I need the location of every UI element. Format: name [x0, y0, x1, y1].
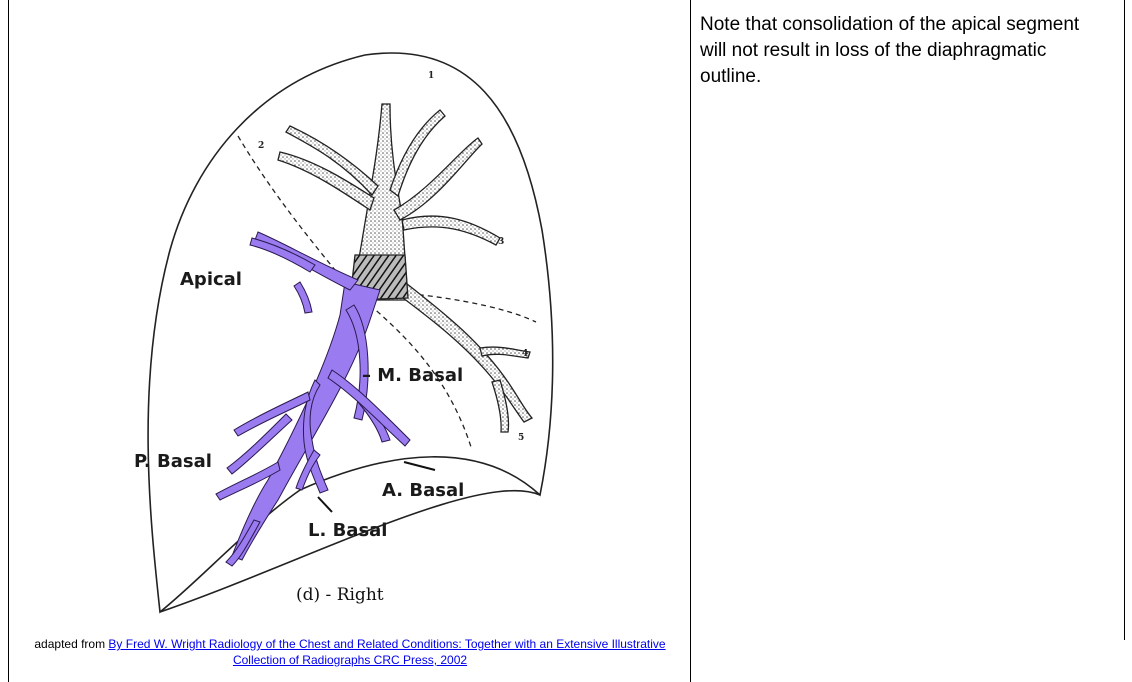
lung-segment-figure: 1 2 3 4 5 Apical – M. Basal P. Basal A. … — [10, 0, 690, 640]
left-border — [8, 0, 9, 682]
right-border — [1124, 0, 1125, 640]
segment-number-3: 3 — [498, 237, 504, 247]
label-apical: Apical — [180, 269, 242, 290]
note-text: Note that consolidation of the apical se… — [700, 12, 1110, 90]
segment-number-2: 2 — [258, 141, 264, 151]
column-divider — [690, 0, 691, 682]
lung-diagram: 1 2 3 4 5 Apical – M. Basal P. Basal A. … — [10, 0, 690, 636]
segment-number-1: 1 — [428, 71, 434, 81]
segment-number-5: 5 — [518, 433, 524, 443]
label-p-basal: P. Basal — [134, 451, 212, 472]
segment-number-4: 4 — [522, 349, 528, 359]
figure-credit: adapted from By Fred W. Wright Radiology… — [10, 636, 690, 668]
credit-prefix: adapted from — [34, 637, 108, 651]
label-l-basal: L. Basal — [308, 520, 387, 541]
label-m-basal: – M. Basal — [362, 365, 463, 386]
figure-caption: (d) - Right — [296, 585, 384, 605]
credit-link[interactable]: By Fred W. Wright Radiology of the Chest… — [108, 637, 665, 667]
label-a-basal: A. Basal — [382, 480, 464, 501]
